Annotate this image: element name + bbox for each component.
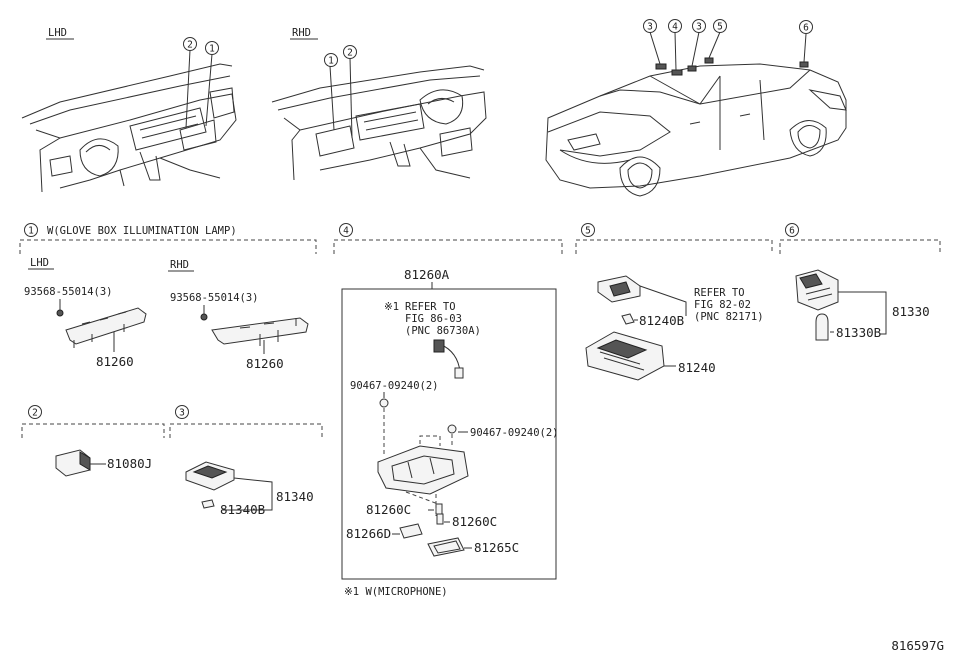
bulb-81330b [815,313,829,341]
note-mark: ※1 [384,301,399,313]
lamp-part-number: 81330 [892,304,930,319]
callout-number: 1 [209,44,215,55]
rhd-dashboard-view: RHD 1 2 [271,27,487,181]
screw-a-part-number: 90467-09240(2) [350,380,439,392]
callout-number: 1 [328,56,334,67]
lamp-part-number: 81080J [107,456,152,471]
section-1-glove-box-lamp: 1 W(GLOVE BOX ILLUMINATION LAMP) LHD RHD… [19,223,317,371]
section-5-room-lamp: 5 REFER TO FIG 82-02 (PNC 82171) 81240B … [575,223,773,381]
section-number-circle [785,223,799,237]
lhd-screw-part-number: 93568-55014(3) [24,286,113,298]
bulb-part-number: 81340B [220,502,265,517]
note-refer-line3: (PNC 86730A) [405,325,481,337]
section-number-circle [339,223,353,237]
section-number-circle [24,223,38,237]
section-number-circle [175,405,189,419]
callout-circle [692,19,706,33]
callout-circle [205,41,219,55]
callout-circle [183,37,197,51]
bulb-b-part-number: 81260C [452,514,497,529]
callout-circle [668,19,682,33]
callout-number: 6 [803,23,809,34]
lens-b-part-number: 81265C [474,540,519,555]
section-number: 6 [789,226,795,237]
assy-frame [341,288,557,580]
callout-number: 2 [347,48,353,59]
section-number-circle [581,223,595,237]
section-3-lamp: 3 81340 81340B [169,405,323,517]
bulb-81240b [621,313,635,325]
assy-part-number: 81260A [404,267,450,282]
section-number: 1 [28,226,34,237]
screw-b-part-number: 90467-09240(2) [470,427,559,439]
bulb-part-number: 81240B [639,313,684,328]
lamp-part-number: 81240 [678,360,716,375]
microphone [433,339,445,353]
callout-circle [643,19,657,33]
microphone-footnote: ※1 W(MICROPHONE) [344,586,448,598]
bulb-part-number: 81330B [836,325,881,340]
callout-circle [713,19,727,33]
refer-line2: FIG 82-02 [694,299,751,311]
car-view: 3 4 3 5 6 [545,19,847,197]
section-number-circle [28,405,42,419]
callout-number: 5 [717,22,723,33]
bulb-81340b [201,499,215,509]
figure-id: 816597G [891,638,944,653]
section-number: 4 [343,226,349,237]
section-4-map-lamp: 4 81260A ※1 REFER TO FIG 86-03 (PNC 8673… [333,223,563,598]
lens-a-part-number: 81266D [346,526,391,541]
refer-line1: REFER TO [694,287,745,299]
rhd-screw-part-number: 93568-55014(3) [170,292,259,304]
callout-number: 3 [696,22,702,33]
rhd-view-label: RHD [292,27,311,39]
section-1-title: W(GLOVE BOX ILLUMINATION LAMP) [47,225,237,237]
callout-number: 4 [672,22,678,33]
callout-circle [324,53,338,67]
note-refer-line2: FIG 86-03 [405,313,462,325]
section-number: 3 [179,408,185,419]
callout-number: 2 [187,40,193,51]
note-refer-line1: REFER TO [405,301,456,313]
lhd-lamp-part-number: 81260 [96,354,134,369]
rhd-glove-box-lamp [211,317,309,345]
rhd-lamp-part-number: 81260 [246,356,284,371]
map-lamp-housing [377,445,469,495]
callout-circle [343,45,357,59]
lens-81266d [399,523,423,539]
lhd-view-label: LHD [48,27,67,39]
rhd-subview-label: RHD [170,259,189,271]
lhd-subview-label: LHD [30,257,49,269]
section-number: 5 [585,226,591,237]
bulb-a-part-number: 81260C [366,502,411,517]
callout-number: 3 [647,22,653,33]
lamp-part-number: 81340 [276,489,314,504]
callout-circle [799,20,813,34]
section-number: 2 [32,408,38,419]
lhd-dashboard-view: LHD 2 1 [21,27,237,193]
section-2-lamp: 2 81080J [21,405,165,477]
section-6-luggage-lamp: 6 81330 81330B [779,223,941,341]
refer-line3: (PNC 82171) [694,311,764,323]
lhd-glove-box-lamp [65,307,147,345]
